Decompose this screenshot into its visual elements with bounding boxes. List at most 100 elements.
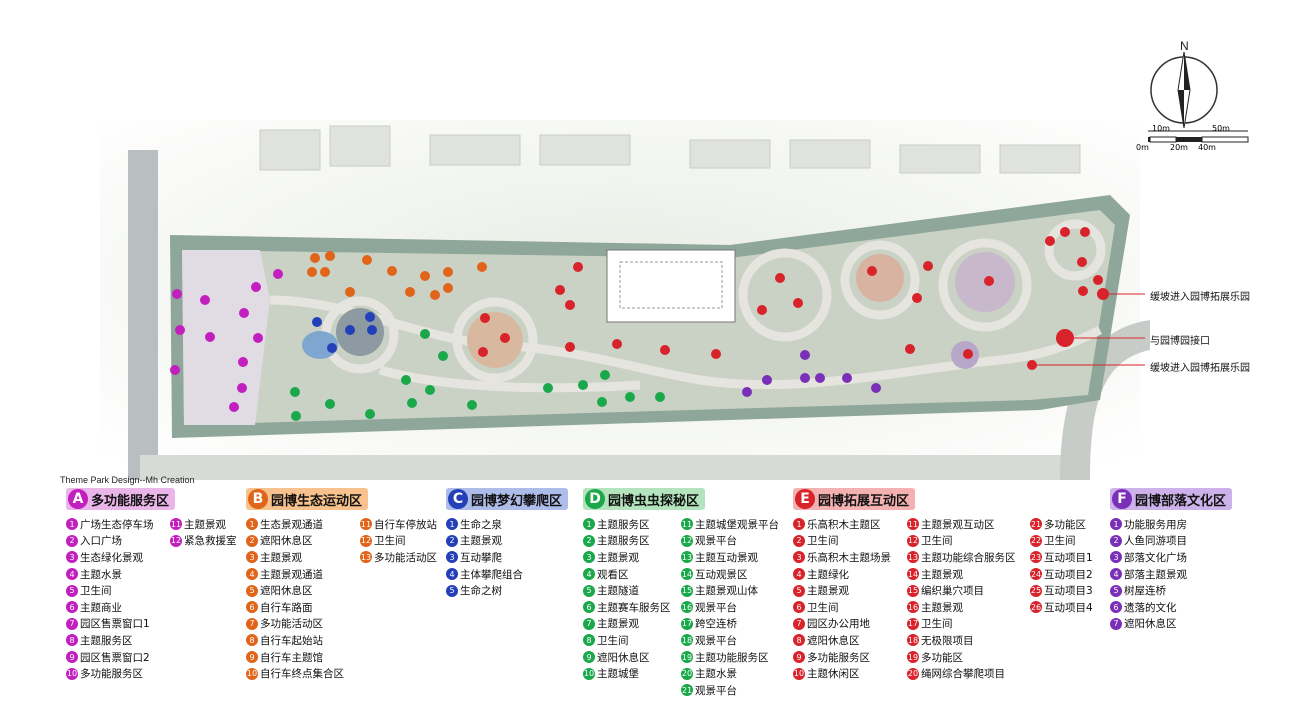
item-label: 主题休闲区 bbox=[807, 668, 860, 681]
item-number-badge: 5 bbox=[1110, 584, 1122, 597]
item-label: 互动项目3 bbox=[1044, 585, 1093, 598]
item-label: 卫生间 bbox=[597, 634, 629, 647]
item-number-badge: 11 bbox=[681, 518, 693, 531]
item-label: 编织巢穴项目 bbox=[921, 585, 984, 598]
item-label: 自行车主题馆 bbox=[260, 651, 323, 664]
item-label: 卫生间 bbox=[807, 535, 839, 548]
item-number-badge: 12 bbox=[360, 534, 372, 547]
item-label: 园区办公用地 bbox=[807, 618, 870, 631]
item-number-badge: 21 bbox=[681, 684, 693, 697]
item-number-badge: 10 bbox=[793, 667, 805, 680]
buildings bbox=[259, 125, 1081, 174]
item-number-badge: 11 bbox=[170, 518, 182, 531]
item-label: 自行车路面 bbox=[260, 601, 313, 614]
item-number-badge: 19 bbox=[681, 651, 693, 664]
item-number-badge: 3 bbox=[1110, 551, 1122, 564]
item-number-badge: 1 bbox=[446, 518, 458, 531]
design-credit: Theme Park Design--Mh Creation bbox=[60, 475, 195, 485]
item-label: 多功能活动区 bbox=[374, 551, 437, 564]
item-number-badge: 2 bbox=[446, 534, 458, 547]
scale-bar bbox=[1136, 136, 1249, 143]
item-label: 自行车终点集合区 bbox=[260, 668, 344, 681]
zone-letter-badge: F bbox=[1112, 489, 1132, 509]
item-number-badge: 2 bbox=[1110, 534, 1122, 547]
item-label: 遮阳休息区 bbox=[597, 651, 650, 664]
item-number-badge: 4 bbox=[583, 568, 595, 581]
item-label: 主题城堡 bbox=[597, 668, 639, 681]
item-number-badge: 4 bbox=[66, 568, 78, 581]
zone-letter-badge: B bbox=[248, 489, 268, 509]
item-number-badge: 9 bbox=[66, 651, 78, 664]
item-label: 观景平台 bbox=[695, 535, 737, 548]
item-label: 部落文化广场 bbox=[1124, 551, 1187, 564]
zone-letter-badge: C bbox=[448, 489, 468, 509]
item-label: 人鱼同游项目 bbox=[1124, 535, 1187, 548]
item-number-badge: 14 bbox=[907, 568, 919, 581]
item-label: 乐高积木主题场景 bbox=[807, 551, 891, 564]
item-label: 主体攀爬组合 bbox=[460, 568, 523, 581]
item-label: 主题绿化 bbox=[807, 568, 849, 581]
zone-markers bbox=[170, 227, 1103, 421]
item-number-badge: 6 bbox=[583, 601, 595, 614]
item-label: 互动项目4 bbox=[1044, 601, 1093, 614]
item-number-badge: 7 bbox=[1110, 617, 1122, 630]
west-road bbox=[128, 150, 158, 480]
item-number-badge: 5 bbox=[66, 584, 78, 597]
item-label: 主题景观 bbox=[260, 551, 302, 564]
item-number-badge: 20 bbox=[907, 667, 919, 680]
item-number-badge: 9 bbox=[793, 651, 805, 664]
item-number-badge: 13 bbox=[360, 551, 372, 564]
scale-label-50m: 50m bbox=[1212, 124, 1230, 133]
south-road bbox=[140, 455, 1080, 480]
item-number-badge: 12 bbox=[681, 534, 693, 547]
callout-expo-interface: 与园博园接口 bbox=[1150, 336, 1210, 347]
item-label: 主题服务区 bbox=[597, 535, 650, 548]
item-number-badge: 22 bbox=[1030, 534, 1042, 547]
item-label: 主题景观 bbox=[184, 518, 226, 531]
scale-label-0m: 0m bbox=[1136, 143, 1149, 152]
item-label: 主题功能综合服务区 bbox=[921, 551, 1016, 564]
item-number-badge: 23 bbox=[1030, 551, 1042, 564]
zone-title: 园博梦幻攀爬区 bbox=[471, 493, 563, 509]
item-label: 主题水景 bbox=[695, 668, 737, 681]
item-label: 观景平台 bbox=[695, 684, 737, 697]
item-number-badge: 13 bbox=[907, 551, 919, 564]
item-label: 卫生间 bbox=[1044, 535, 1076, 548]
item-label: 卫生间 bbox=[374, 535, 406, 548]
item-number-badge: 15 bbox=[681, 584, 693, 597]
item-number-badge: 2 bbox=[246, 534, 258, 547]
item-number-badge: 7 bbox=[793, 617, 805, 630]
item-label: 主题景观通道 bbox=[260, 568, 323, 581]
item-number-badge: 10 bbox=[246, 667, 258, 680]
